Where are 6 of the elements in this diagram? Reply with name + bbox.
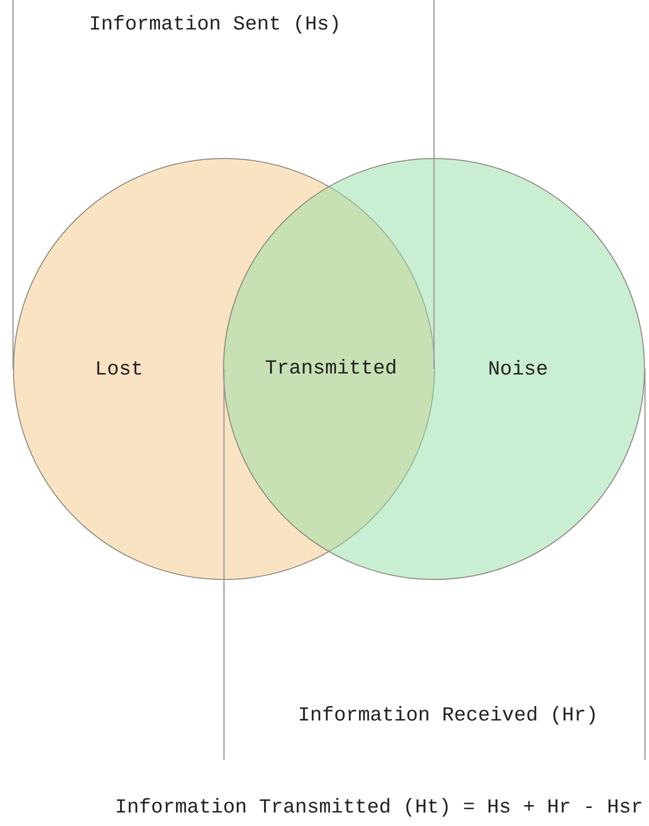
- bracket-label: Information Received (Hr): [298, 704, 598, 728]
- bracket-label: Information Sent (Hs): [88, 14, 342, 36]
- region-label: Noise: [488, 358, 548, 382]
- formula: Information Transmitted (Ht) = Hs + Hr - Hsr: [114, 796, 644, 820]
- region-label: Lost: [95, 358, 143, 382]
- region-label: Transmitted: [264, 358, 398, 380]
